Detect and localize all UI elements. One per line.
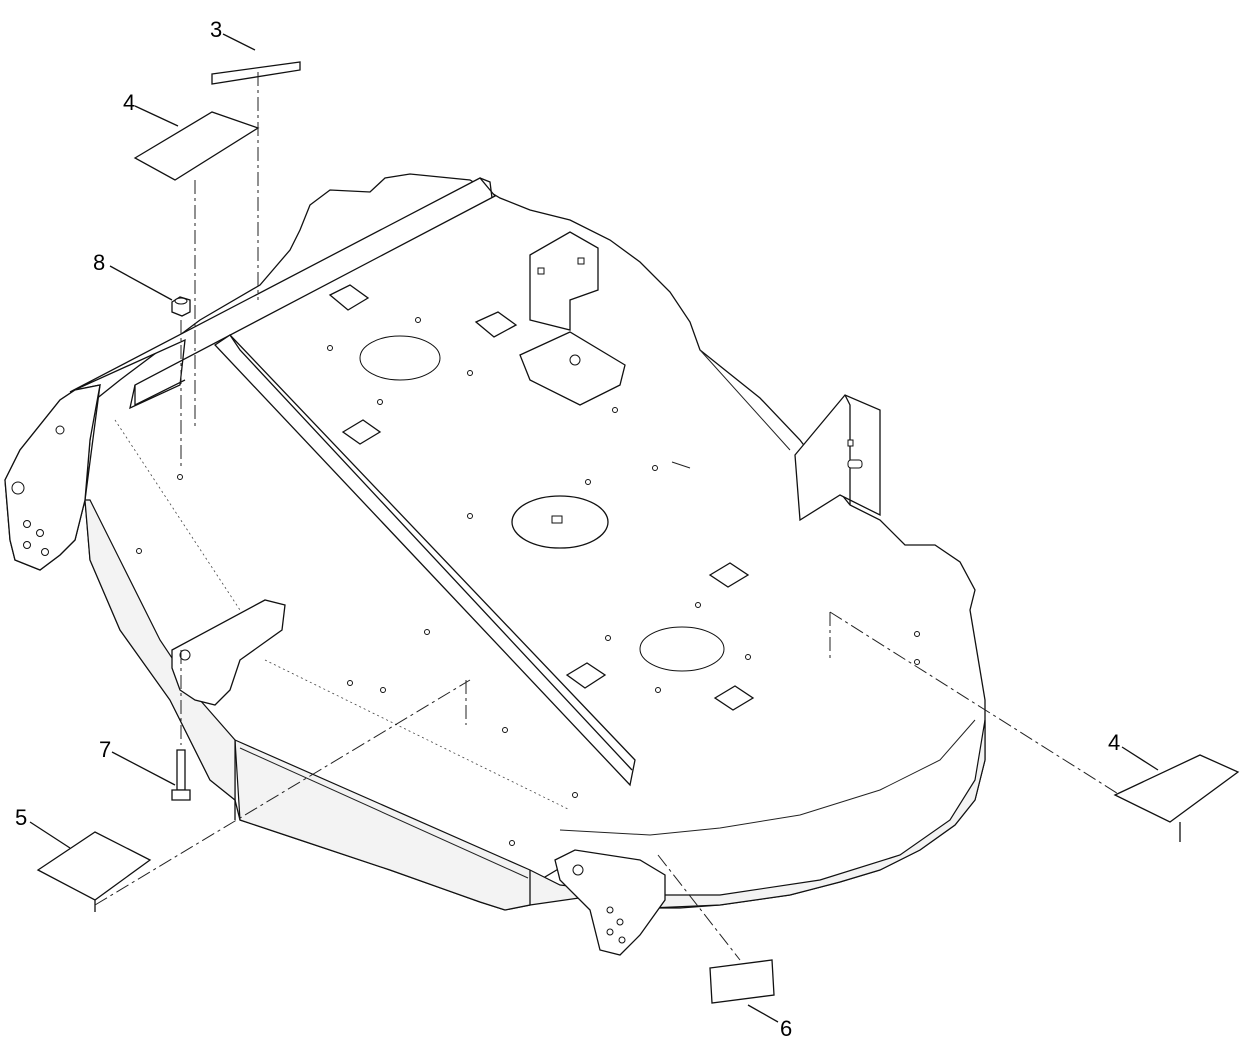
decal-4-top bbox=[133, 111, 260, 181]
decal-5 bbox=[36, 831, 152, 912]
callout-4-right: 4 bbox=[1108, 730, 1120, 755]
nut-8 bbox=[171, 296, 191, 317]
callout-7: 7 bbox=[99, 737, 111, 762]
callout-8: 8 bbox=[93, 250, 105, 275]
callout-3: 3 bbox=[210, 17, 222, 42]
deck-holes bbox=[177, 317, 920, 846]
callout-4-top: 4 bbox=[123, 90, 135, 115]
decal-6 bbox=[709, 959, 775, 1004]
callout-6: 6 bbox=[780, 1016, 792, 1041]
decal-4-right bbox=[1113, 754, 1240, 842]
bolt-7 bbox=[171, 749, 191, 801]
mower-deck bbox=[4, 173, 986, 956]
assembly-lines bbox=[94, 72, 1121, 961]
callout-5: 5 bbox=[15, 805, 27, 830]
leader-lines bbox=[29, 33, 1159, 1023]
decal-3 bbox=[211, 61, 301, 85]
